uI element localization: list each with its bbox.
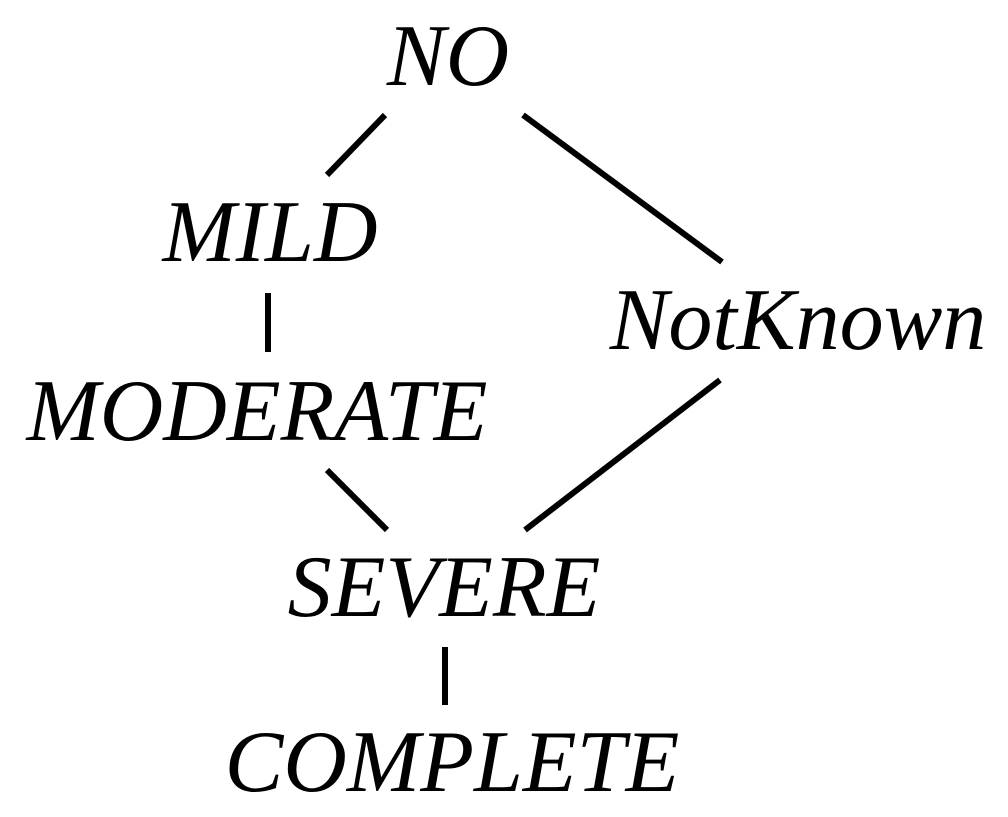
edge-moderate-severe bbox=[324, 467, 390, 533]
node-notknown: NotKnown bbox=[609, 272, 987, 369]
edge-notknown-severe bbox=[523, 377, 722, 533]
node-severe: SEVERE bbox=[287, 539, 601, 636]
edge-no-mild bbox=[324, 112, 388, 178]
node-complete: COMPLETE bbox=[224, 714, 680, 811]
node-mild: MILD bbox=[162, 184, 378, 281]
node-moderate: MODERATE bbox=[26, 363, 488, 460]
edge-no-notknown bbox=[521, 112, 724, 265]
node-no: NO bbox=[386, 8, 510, 105]
